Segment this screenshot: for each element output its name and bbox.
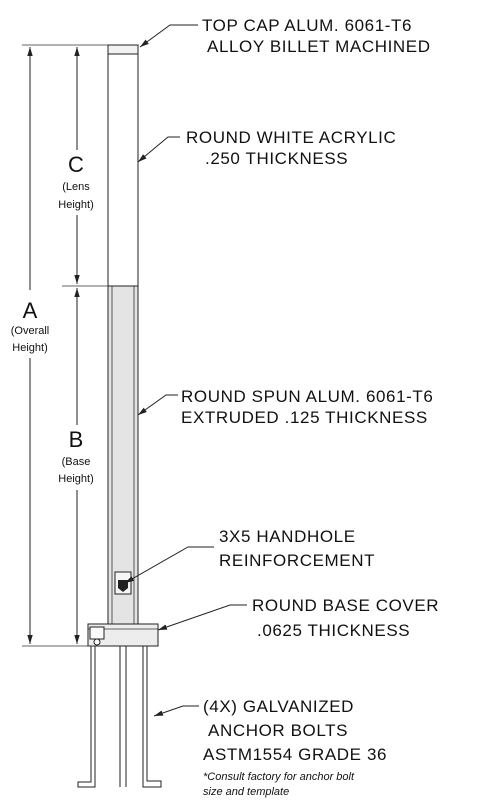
base-cover (87, 623, 159, 647)
callout-handhole: 3X5 HANDHOLE REINFORCEMENT (219, 527, 375, 570)
dim-a-sub-2: Height) (12, 342, 47, 354)
dimension-c-label: C (Lens Height) (58, 152, 93, 211)
top-cap-line-1: TOP CAP ALUM. 6061-T6 (202, 16, 412, 35)
aluminum-shaft (107, 285, 139, 625)
top-cap-line-2: ALLOY BILLET MACHINED (207, 37, 431, 56)
anchor-bolts (77, 645, 162, 788)
footnote: *Consult factory for anchor bolt size an… (203, 771, 355, 798)
dim-a-letter: A (23, 298, 38, 323)
handhole-line-2: REINFORCEMENT (219, 551, 375, 570)
handhole-line-1: 3X5 HANDHOLE (219, 527, 356, 546)
base-cover-line-2: .0625 THICKNESS (257, 621, 410, 640)
footnote-line-1: *Consult factory for anchor bolt (203, 771, 355, 783)
shaft-line-1: ROUND SPUN ALUM. 6061-T6 (181, 387, 433, 406)
footnote-line-2: size and template (203, 786, 289, 798)
anchor-bolts-line-2: ANCHOR BOLTS (208, 721, 348, 740)
dimension-b-label: B (Base Height) (58, 427, 93, 485)
callout-base-cover: ROUND BASE COVER .0625 THICKNESS (252, 596, 439, 640)
dimension-lines (22, 44, 108, 647)
anchor-bolts-line-1: (4X) GALVANIZED (203, 697, 354, 716)
callout-lens: ROUND WHITE ACRYLIC .250 THICKNESS (186, 128, 396, 168)
lens-line-1: ROUND WHITE ACRYLIC (186, 128, 396, 147)
pole (77, 44, 162, 788)
callout-top-cap: TOP CAP ALUM. 6061-T6 ALLOY BILLET MACHI… (202, 16, 431, 56)
handhole (114, 571, 132, 595)
shaft-line-2: EXTRUDED .125 THICKNESS (181, 408, 428, 427)
dim-b-sub-1: (Base (62, 456, 91, 468)
acrylic-lens (107, 53, 139, 287)
callout-anchor-bolts: (4X) GALVANIZED ANCHOR BOLTS ASTM1554 GR… (203, 697, 387, 764)
dim-c-sub-2: Height) (58, 199, 93, 211)
dim-c-letter: C (68, 152, 84, 177)
leader-lines (124, 24, 247, 717)
anchor-bolts-line-3: ASTM1554 GRADE 36 (203, 745, 387, 764)
dim-c-sub-1: (Lens (62, 181, 90, 193)
dim-a-sub-1: (Overall (11, 325, 50, 337)
base-cover-line-1: ROUND BASE COVER (252, 596, 439, 615)
callout-shaft: ROUND SPUN ALUM. 6061-T6 EXTRUDED .125 T… (181, 387, 433, 427)
dim-b-letter: B (69, 427, 84, 452)
dim-b-sub-2: Height) (58, 473, 93, 485)
dimension-a-label: A (Overall Height) (11, 298, 50, 354)
lens-line-2: .250 THICKNESS (205, 149, 348, 168)
top-cap (107, 44, 139, 55)
